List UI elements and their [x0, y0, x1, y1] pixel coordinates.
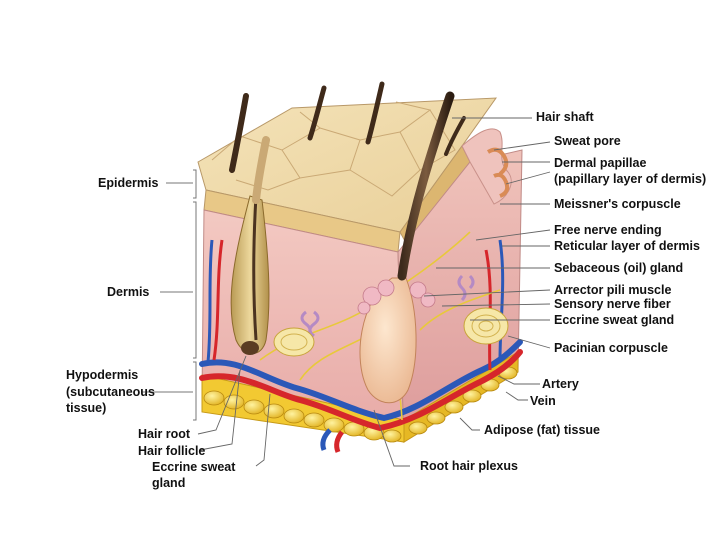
label-hair-root: Hair root: [138, 427, 190, 441]
label-hypodermis-line3: tissue): [66, 401, 106, 415]
label-hypodermis-line2: (subcutaneous: [66, 385, 155, 399]
label-reticular-layer: Reticular layer of dermis: [554, 239, 700, 253]
label-eccrine-sweat-gland: Eccrine sweat gland: [554, 313, 674, 327]
label-dermal-papillae-line1: Dermal papillae: [554, 156, 646, 170]
label-sensory-nerve-fiber: Sensory nerve fiber: [554, 297, 671, 311]
label-meissners-corpuscle: Meissner's corpuscle: [554, 197, 681, 211]
label-eccrine-gland-line2: gland: [152, 476, 185, 490]
left-brackets: [142, 170, 196, 420]
label-hypodermis-line1: Hypodermis: [66, 368, 138, 382]
label-artery: Artery: [542, 377, 579, 391]
label-free-nerve-ending: Free nerve ending: [554, 223, 662, 237]
label-sebaceous-gland: Sebaceous (oil) gland: [554, 261, 683, 275]
label-hair-shaft: Hair shaft: [536, 110, 594, 124]
label-dermis: Dermis: [107, 285, 149, 299]
label-vein: Vein: [530, 394, 556, 408]
label-epidermis: Epidermis: [98, 176, 158, 190]
label-arrector-pili: Arrector pili muscle: [554, 283, 671, 297]
label-eccrine-gland-line1: Eccrine sweat: [152, 460, 235, 474]
label-hair-follicle: Hair follicle: [138, 444, 205, 458]
label-pacinian-corpuscle: Pacinian corpuscle: [554, 341, 668, 355]
label-root-hair-plexus: Root hair plexus: [420, 459, 518, 473]
label-dermal-papillae-line2: (papillary layer of dermis): [554, 172, 706, 186]
label-sweat-pore: Sweat pore: [554, 134, 621, 148]
label-adipose-tissue: Adipose (fat) tissue: [484, 423, 600, 437]
